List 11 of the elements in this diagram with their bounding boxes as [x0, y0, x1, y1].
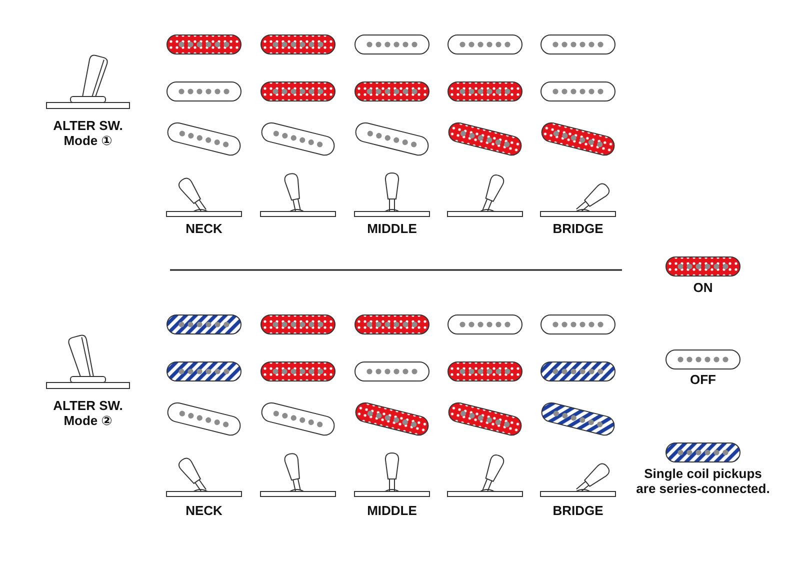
position-label: BRIDGE: [552, 221, 604, 236]
position-label: NECK: [184, 503, 224, 518]
legend-label: ON: [692, 280, 714, 295]
position-label: MIDDLE: [366, 221, 418, 236]
mode-label: ALTER SW. Mode ①: [52, 118, 124, 148]
position-label: NECK: [184, 221, 224, 236]
legend-label: OFF: [689, 372, 717, 387]
legend-label: Single coil pickups are series-connected.: [635, 466, 771, 496]
mode-label: ALTER SW. Mode ②: [52, 398, 124, 428]
position-label: MIDDLE: [366, 503, 418, 518]
position-label: BRIDGE: [552, 503, 604, 518]
